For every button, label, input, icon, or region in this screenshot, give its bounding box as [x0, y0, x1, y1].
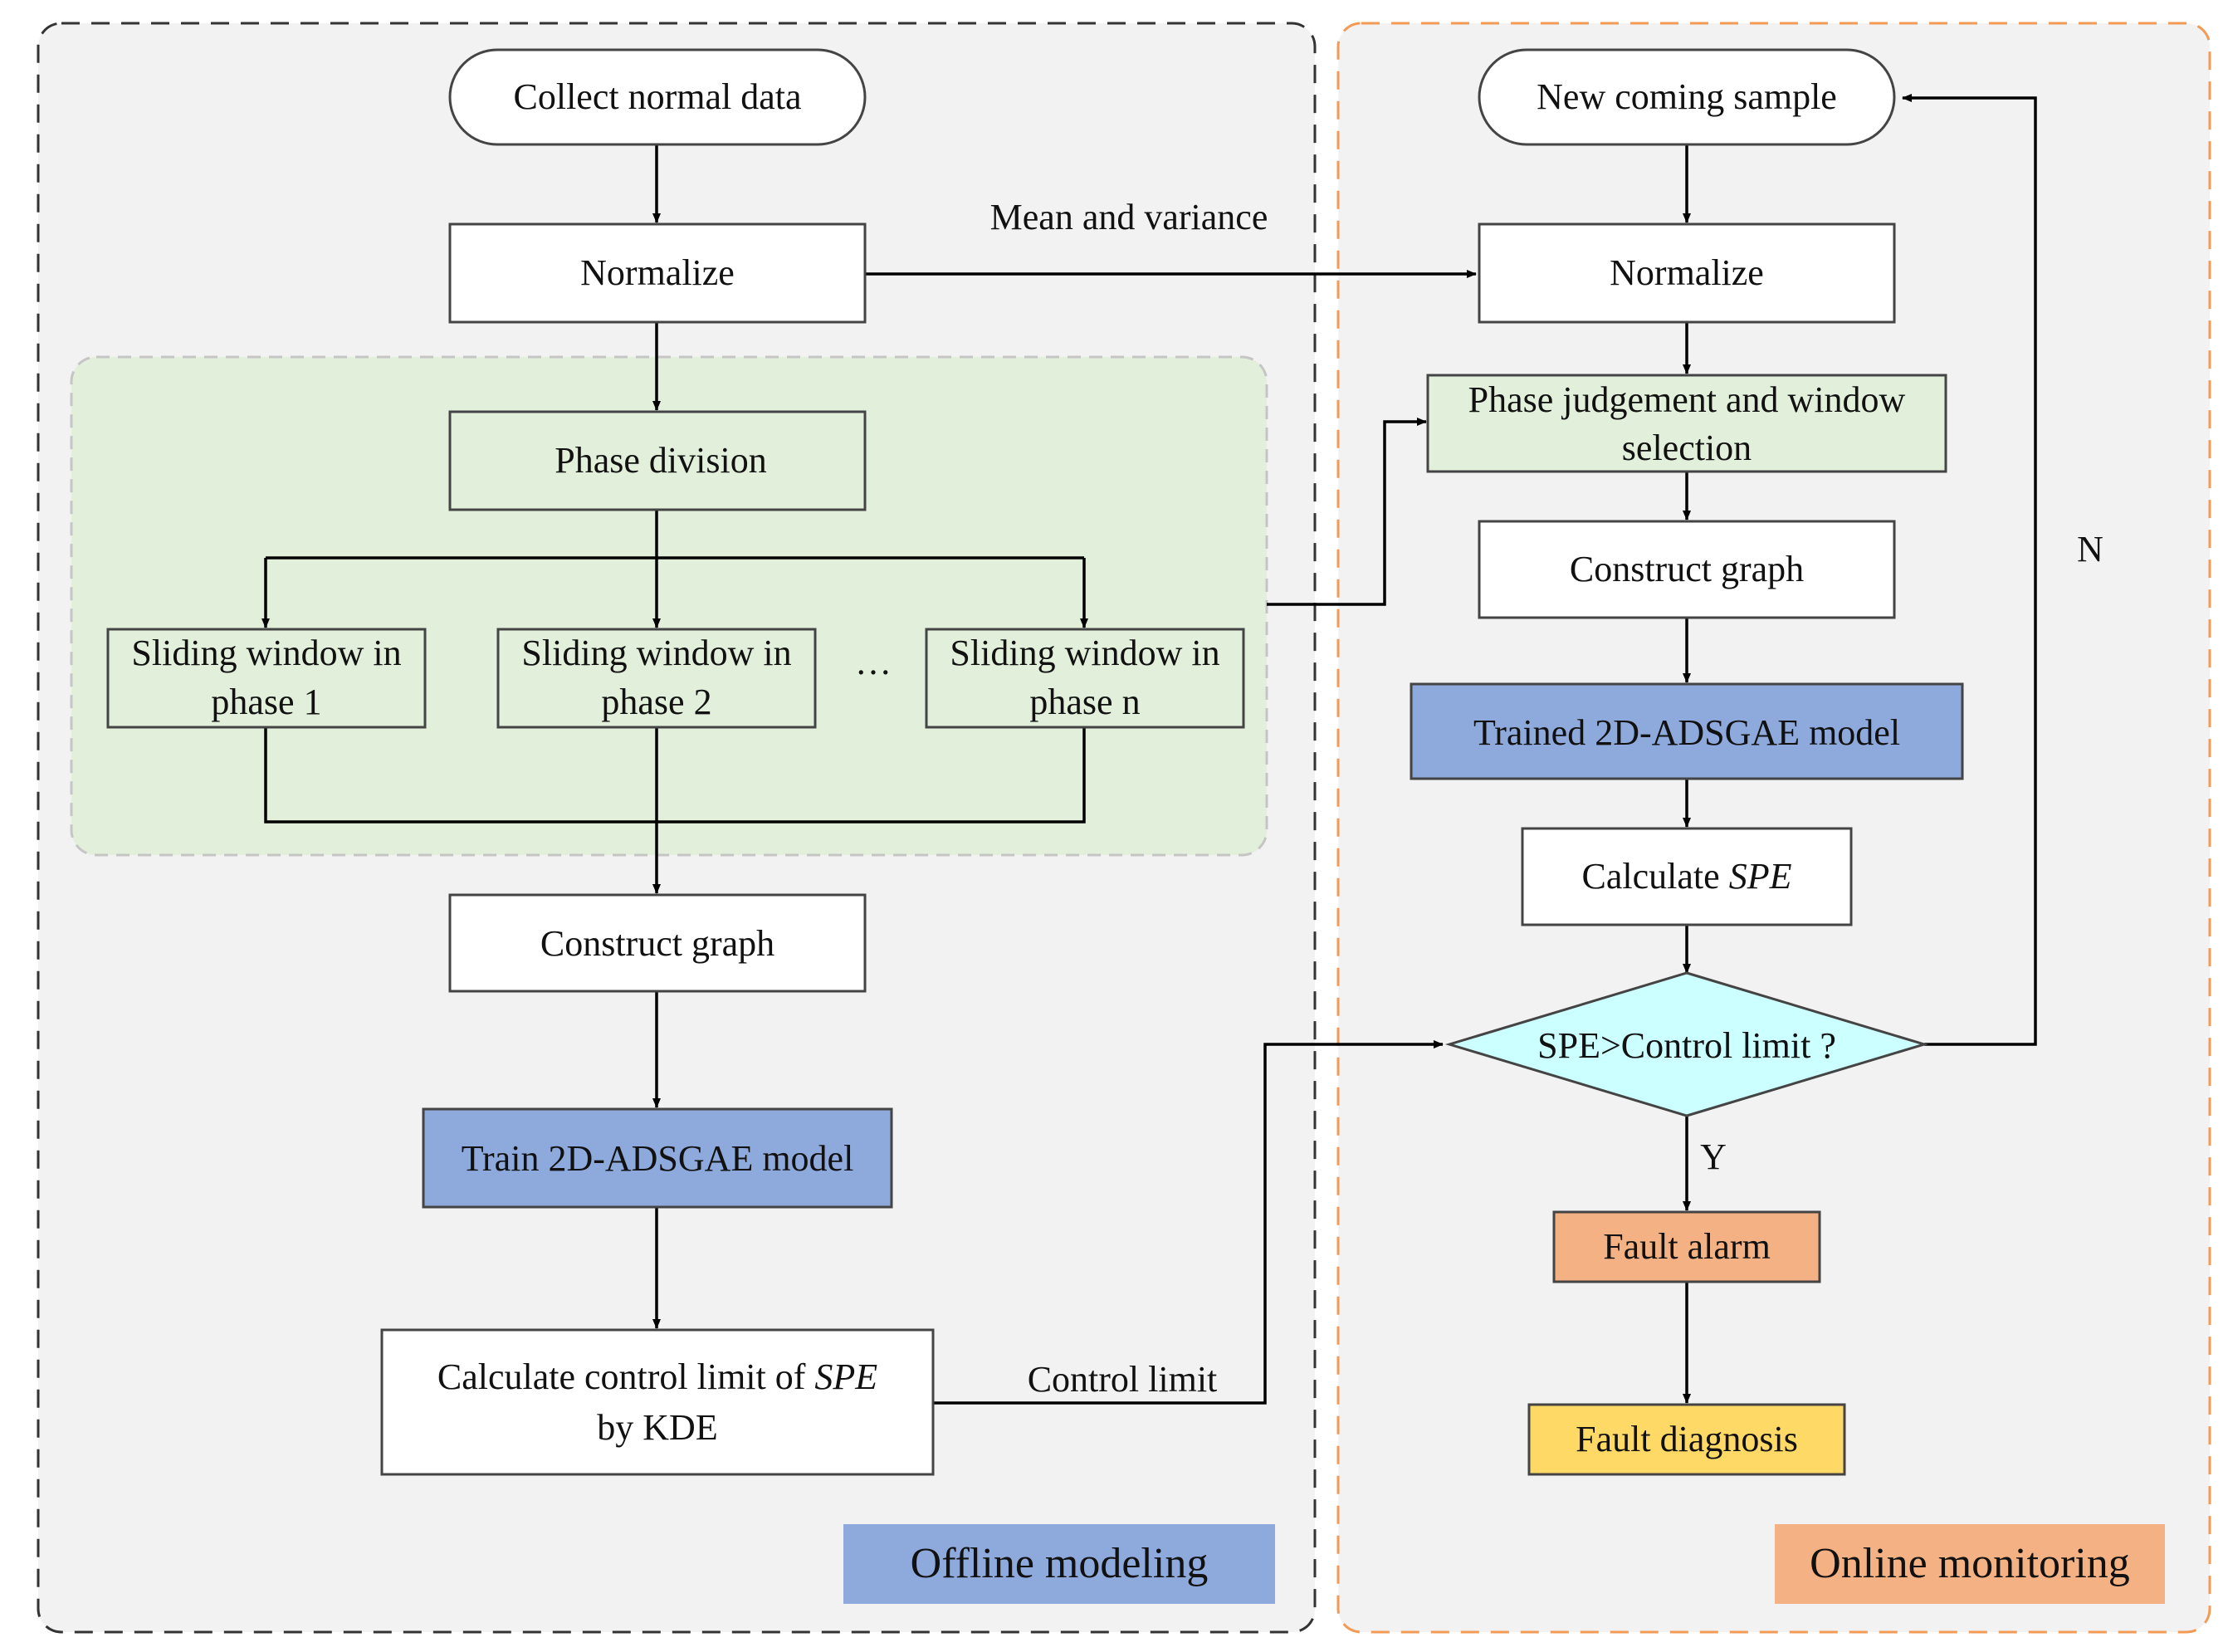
online-normalize-label: Normalize: [1610, 252, 1764, 293]
connectors: [261, 94, 2037, 1405]
window-1-line-2: phase 1: [211, 682, 321, 722]
node-trained-model: Trained 2D-ADSGAE model: [1410, 682, 1964, 780]
node-decision: SPE>Control limit ?: [1444, 971, 1929, 1117]
window-2-line-2: phase 2: [601, 682, 711, 722]
node-fault-alarm: Fault alarm: [1552, 1210, 1821, 1283]
phase-division-region: [70, 355, 1268, 857]
calculate-text: Calculate: [1582, 856, 1729, 897]
fault-diagnosis-label: Fault diagnosis: [1576, 1419, 1798, 1459]
window-2-line-1: Sliding window in: [521, 633, 791, 673]
arrow-decision-no-loop: [1902, 94, 2037, 1046]
window-n-line-1: Sliding window in: [950, 633, 1219, 673]
arrow-windows-to-phase-judgement: [1267, 418, 1427, 606]
node-online-construct-graph: Construct graph: [1478, 520, 1896, 619]
fault-alarm-label: Fault alarm: [1603, 1226, 1771, 1267]
calculate-spe-term: SPE: [1729, 856, 1792, 897]
node-new-coming-sample: New coming sample: [1478, 48, 1896, 146]
train-model-label: Train 2D-ADSGAE model: [462, 1138, 854, 1179]
node-offline-normalize: Normalize: [448, 222, 867, 324]
online-monitoring-label: Online monitoring: [1810, 1540, 2130, 1587]
offline-normalize-label: Normalize: [580, 252, 735, 293]
online-monitoring-tag: Online monitoring: [1775, 1524, 2165, 1604]
trained-model-label: Trained 2D-ADSGAE model: [1473, 712, 1900, 753]
phase-judgement-line-2: selection: [1622, 428, 1752, 468]
collect-normal-data-label: Collect normal data: [514, 76, 802, 117]
node-offline-construct-graph: Construct graph: [448, 893, 867, 993]
node-phase-judgement: Phase judgement and window selection: [1426, 374, 1947, 473]
node-sliding-window-phase-1: Sliding window in phase 1: [106, 628, 427, 729]
window-n-line-2: phase n: [1029, 682, 1140, 722]
window-1-line-1: Sliding window in: [131, 633, 401, 673]
offline-construct-graph-label: Construct graph: [540, 923, 774, 964]
node-phase-division: Phase division: [448, 410, 867, 511]
arrow-control-limit-to-decision: [933, 1040, 1444, 1405]
decision-label: SPE>Control limit ?: [1537, 1025, 1836, 1066]
node-control-limit-kde: Calculate control limit of SPE by KDE: [380, 1328, 935, 1476]
control-limit-line-2: by KDE: [597, 1407, 717, 1448]
node-train-model: Train 2D-ADSGAE model: [422, 1107, 893, 1209]
online-construct-graph-label: Construct graph: [1570, 549, 1804, 589]
control-limit-edge-label: Control limit: [1028, 1359, 1218, 1400]
phase-division-label: Phase division: [555, 440, 766, 481]
node-online-normalize: Normalize: [1478, 222, 1896, 324]
windows-ellipsis: …: [855, 642, 892, 682]
control-limit-spe: SPE: [814, 1356, 877, 1397]
calculate-spe-label: Calculate SPE: [1582, 856, 1792, 897]
node-sliding-window-phase-2: Sliding window in phase 2: [496, 628, 817, 729]
no-branch-label: N: [2077, 529, 2103, 569]
node-sliding-window-phase-n: Sliding window in phase n: [925, 628, 1245, 729]
control-limit-text: Calculate control limit of: [437, 1356, 815, 1397]
node-fault-diagnosis: Fault diagnosis: [1527, 1403, 1846, 1476]
offline-modeling-label: Offline modeling: [911, 1540, 1209, 1587]
node-calculate-spe: Calculate SPE: [1521, 827, 1853, 926]
offline-modeling-tag: Offline modeling: [843, 1524, 1275, 1604]
line-windows-merge: [264, 727, 1086, 824]
yes-branch-label: Y: [1700, 1136, 1727, 1177]
mean-variance-label: Mean and variance: [990, 197, 1268, 237]
new-sample-label: New coming sample: [1537, 76, 1837, 117]
node-collect-normal-data: Collect normal data: [448, 48, 867, 146]
phase-judgement-line-1: Phase judgement and window: [1468, 379, 1906, 420]
control-limit-line-1: Calculate control limit of SPE: [437, 1356, 877, 1397]
